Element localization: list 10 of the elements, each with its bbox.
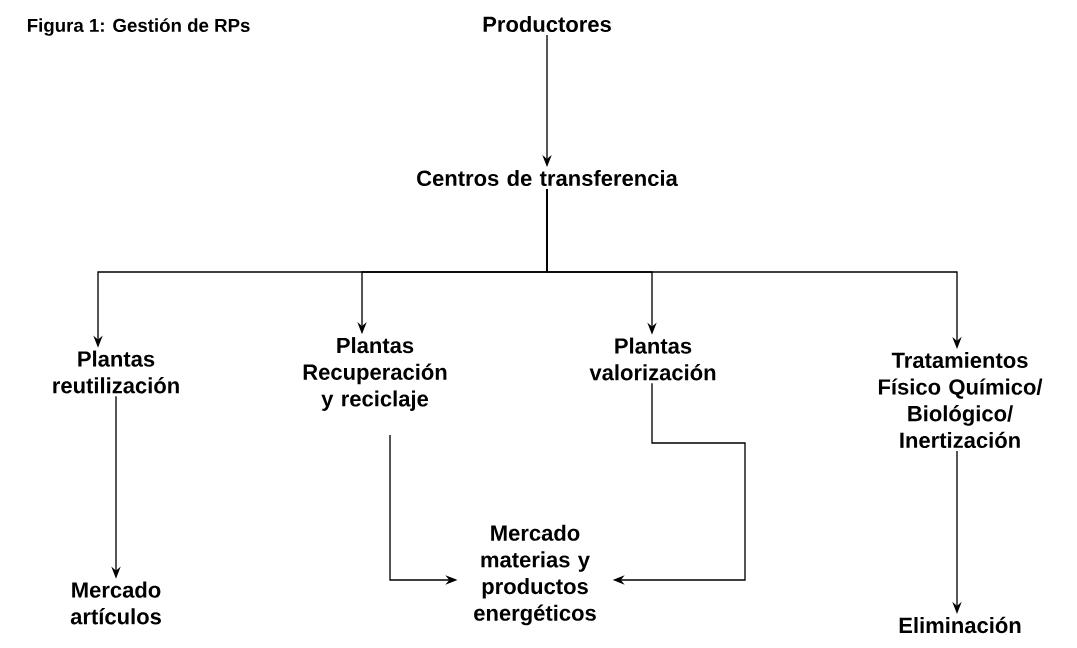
node-label: Mercado artículos bbox=[70, 581, 161, 625]
node-label: Eliminación bbox=[899, 616, 1021, 634]
figure-title: Figura 1: Gestión de RPs bbox=[27, 18, 250, 36]
node-label: Plantas valorización bbox=[589, 337, 716, 381]
node-label: Productores bbox=[483, 15, 611, 33]
node-label: Centros de transferencia bbox=[417, 169, 678, 187]
node-label: Mercado materias y productos energéticos bbox=[474, 524, 596, 626]
node-label: Tratamientos Físico Químico/ Biológico/ Inertización bbox=[878, 351, 1043, 449]
node-label: Plantas reutilización bbox=[53, 350, 179, 394]
node-label: Plantas Recuperación y reciclaje bbox=[303, 337, 447, 411]
